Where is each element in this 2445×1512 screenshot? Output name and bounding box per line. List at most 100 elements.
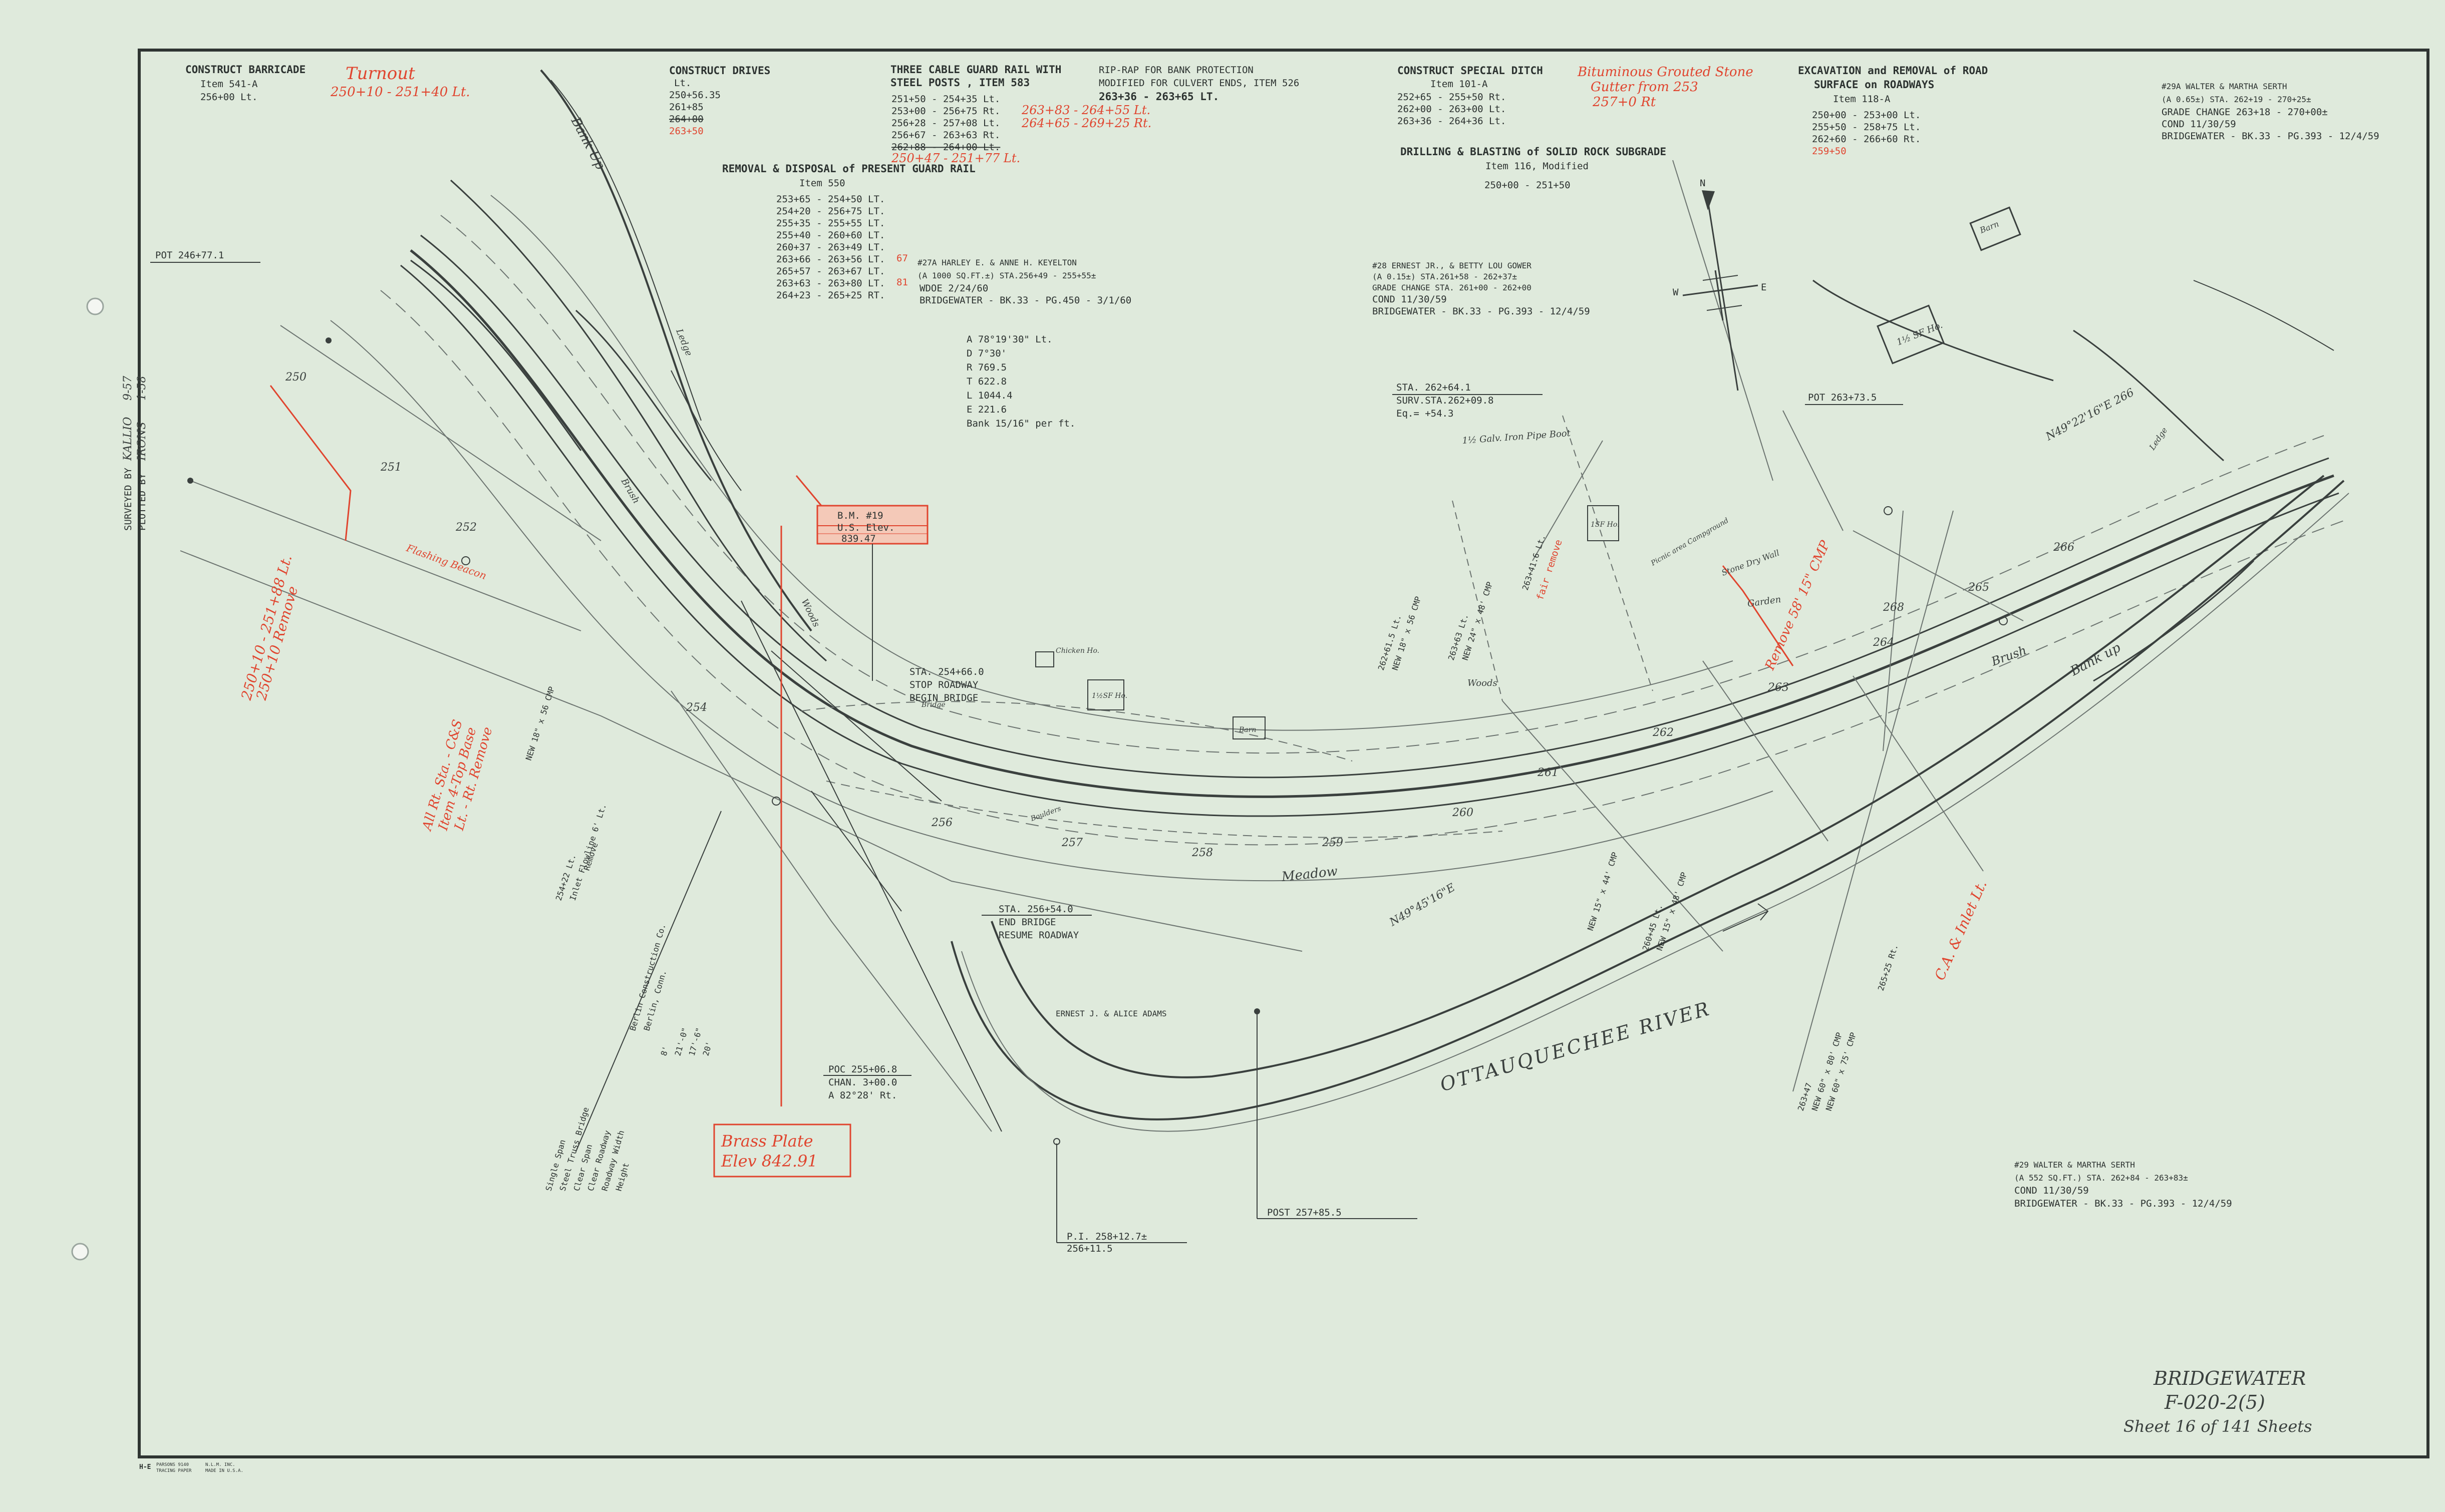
poc-l1: POC 255+06.8 xyxy=(828,1064,897,1075)
sheet-border xyxy=(138,49,2429,1458)
parcel-29a-cond: COND 11/30/59 xyxy=(2162,119,2236,130)
poc-l2: CHAN. 3+00.0 xyxy=(828,1077,897,1088)
pi-l1: P.I. 258+12.7± xyxy=(1067,1231,1147,1242)
parcel-29-cond: COND 11/30/59 xyxy=(2014,1185,2089,1196)
parcel-28-grade: GRADE CHANGE STA. 261+00 - 262+00 xyxy=(1372,283,1532,292)
plotted-by-label: PLOTTED BY xyxy=(137,473,148,531)
plotted-by: IRONS xyxy=(136,422,148,461)
parcel-28-owner: #28 ERNEST JR., & BETTY LOU GOWER xyxy=(1372,261,1532,270)
ditch-row-3: 263+36 - 264+36 Lt. xyxy=(1397,116,1506,127)
drilling-item: Item 116, Modified xyxy=(1485,161,1589,172)
benchmark-elev-label: U.S. Elev. xyxy=(837,522,894,533)
woods-2-label: Woods xyxy=(1467,678,1497,688)
imprint-mark: H-E xyxy=(139,1463,151,1471)
parcel-29-owner: #29 WALTER & MARTHA SERTH xyxy=(2014,1160,2135,1170)
sta-256: 256 xyxy=(931,817,953,829)
brass-plate-line-2: Elev 842.91 xyxy=(721,1152,818,1171)
removal-row-6: 263+66 - 263+56 LT. xyxy=(776,254,885,265)
bridge-label: Bridge xyxy=(921,701,946,709)
ditch-row-2: 262+00 - 263+00 Lt. xyxy=(1397,104,1506,115)
buildings xyxy=(1035,206,2021,739)
curve-d: D 7°30' xyxy=(967,348,1007,359)
imprint-l4: MADE IN U.S.A. xyxy=(205,1468,243,1473)
east-label: E xyxy=(1761,282,1766,293)
plotted-date: 1-58 xyxy=(136,376,148,401)
chicken-house-label: Chicken Ho. xyxy=(1056,647,1099,655)
excavation-title-2: SURFACE on ROADWAYS xyxy=(1814,79,1934,91)
benchmark-elev: 839.47 xyxy=(841,533,876,544)
title-town: BRIDGEWATER xyxy=(2153,1367,2306,1389)
curve-bank: Bank 15/16" per ft. xyxy=(967,418,1075,429)
west-label: W xyxy=(1673,287,1679,298)
curve-l: L 1044.4 xyxy=(967,390,1013,401)
sta-263: 263 xyxy=(1767,681,1789,694)
brass-plate-line-1: Brass Plate xyxy=(721,1131,813,1151)
one-sf-house-symbol xyxy=(1587,505,1619,541)
parcel-27a-wdoe: WDOE 2/24/60 xyxy=(920,283,988,294)
barn-1-label: Barn xyxy=(1239,726,1256,734)
removal-row-8: 263+63 - 263+80 LT. xyxy=(776,278,885,289)
sta-257: 257 xyxy=(1061,837,1083,849)
grouted-line-1: Bituminous Grouted Stone xyxy=(1577,65,1753,80)
sta-258: 258 xyxy=(1191,847,1213,859)
parcel-29a-grade: GRADE CHANGE 263+18 - 270+00± xyxy=(2162,107,2328,118)
sta-254: 254 xyxy=(686,701,707,714)
removal-row-3: 255+35 - 255+55 LT. xyxy=(776,218,885,229)
survey-credits: SURVEYED BY KALLIO 9-57 PLOTTED BY IRONS… xyxy=(122,376,148,531)
north-arrow xyxy=(1682,190,1758,391)
parcel-29a-ref: BRIDGEWATER - BK.33 - PG.393 - 12/4/59 xyxy=(2162,131,2379,142)
punch-hole-top xyxy=(86,297,104,315)
stf-label: 1SF Ho. xyxy=(1591,521,1620,529)
excavation-title: EXCAVATION and REMOVAL of ROAD xyxy=(1798,65,1988,77)
curve-delta: A 78°19'30" Lt. xyxy=(967,334,1053,345)
excavation-row-1: 250+00 - 253+00 Lt. xyxy=(1812,110,1921,121)
road-alignment xyxy=(180,160,2344,1132)
parcel-27a-area: (A 1000 SQ.FT.±) STA.256+49 - 255+55± xyxy=(918,271,1096,280)
grouted-line-2: Gutter from 253 xyxy=(1591,80,1698,95)
benchmark-bm: B.M. #19 xyxy=(837,510,883,521)
turnout-range: 250+10 - 251+40 Lt. xyxy=(330,85,470,100)
guard-rail-row-2: 253+00 - 256+75 Rt. xyxy=(891,106,1000,117)
barricade-station: 256+00 Lt. xyxy=(200,92,257,103)
drives-sta-2: 261+85 xyxy=(669,102,704,113)
guard-rail-red-b: 264+65 - 269+25 Rt. xyxy=(1021,116,1151,130)
guard-rail-row-5: 262+88 - 264+00 Lt. xyxy=(891,142,1000,153)
guard-rail-title-2: STEEL POSTS , ITEM 583 xyxy=(890,77,1030,89)
sta-251: 251 xyxy=(380,461,402,474)
turnout-title: Turnout xyxy=(346,64,415,84)
curve-e: E 221.6 xyxy=(967,404,1007,415)
chicken-house-symbol xyxy=(1035,651,1054,667)
bridge-dim-1: 8' xyxy=(659,1045,671,1057)
sta-264: 264 xyxy=(1873,636,1894,649)
imprint-l1: PARSONS 9140 xyxy=(156,1462,189,1467)
north-label: N xyxy=(1700,178,1705,189)
curve-t: T 622.8 xyxy=(967,376,1007,387)
punch-hole-bottom xyxy=(71,1243,89,1261)
benchmark: B.M. #19 U.S. Elev. 839.47 xyxy=(816,505,929,681)
house-symbol xyxy=(1877,304,1945,364)
removal-title: REMOVAL & DISPOSAL of PRESENT GUARD RAIL xyxy=(722,163,976,175)
eq-l3: Eq.= +54.3 xyxy=(1396,408,1453,419)
sta-250: 250 xyxy=(285,371,307,384)
title-project: F-020-2(5) xyxy=(2164,1391,2265,1413)
sta-259: 259 xyxy=(1322,837,1343,849)
drilling-title: DRILLING & BLASTING of SOLID ROCK SUBGRA… xyxy=(1400,146,1666,158)
surveyed-by: KALLIO xyxy=(122,417,134,461)
removal-item: Item 550 xyxy=(799,178,845,189)
eq-l1: STA. 262+64.1 xyxy=(1396,382,1471,393)
stop-roadway-sta: STA. 254+66.0 xyxy=(909,666,984,677)
brass-plate: Brass Plate Elev 842.91 xyxy=(713,1123,851,1178)
guard-rail-red-a: 263+83 - 264+55 Lt. xyxy=(1021,103,1150,117)
parcel-28-area: (A 0.15±) STA.261+58 - 262+37± xyxy=(1372,272,1517,281)
guard-rail-red-c: 250+47 - 251+77 Lt. xyxy=(891,151,1020,165)
removal-red-2: 81 xyxy=(896,277,908,288)
removal-row-9: 264+23 - 265+25 RT. xyxy=(776,290,885,301)
riprap-range: 263+36 - 263+65 LT. xyxy=(1099,91,1219,103)
parcel-adams: ERNEST J. & ALICE ADAMS xyxy=(1056,1009,1167,1018)
guard-rail-row-4: 256+67 - 263+63 Rt. xyxy=(891,130,1000,141)
barricade-title: CONSTRUCT BARRICADE xyxy=(185,64,305,76)
post-callout: POST 257+85.5 xyxy=(1267,1207,1342,1218)
curve-r: R 769.5 xyxy=(967,362,1007,373)
surveyed-date: 9-57 xyxy=(122,376,134,401)
